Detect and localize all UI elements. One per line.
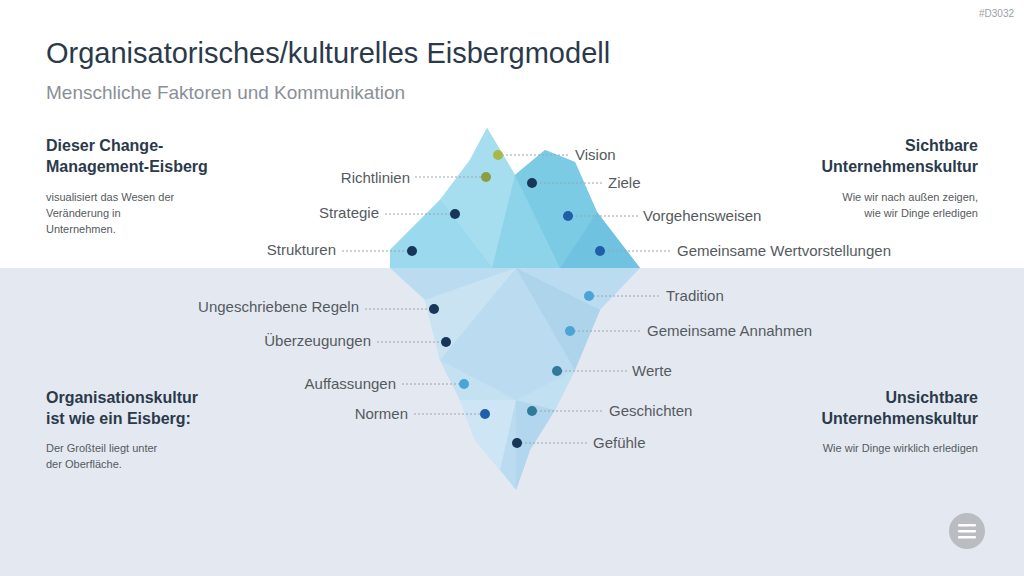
iceberg-label: Vision	[575, 145, 616, 165]
iceberg-label: Normen	[355, 404, 408, 424]
side-heading: Organisationskultur ist wie ein Eisberg:	[46, 387, 221, 429]
iceberg-label: Gefühle	[593, 433, 646, 453]
iceberg-label: Auffassungen	[305, 374, 396, 394]
side-note: Der Großteil liegt unter der Oberfläche.	[46, 440, 176, 472]
menu-button	[949, 513, 985, 549]
iceberg-label: Richtlinien	[341, 168, 410, 188]
page-title: Organisatorisches/kulturelles Eisbergmod…	[46, 36, 610, 70]
side-heading: Dieser Change- Management-Eisberg	[46, 135, 226, 177]
iceberg-label: Überzeugungen	[264, 331, 371, 351]
side-note: Wie wir nach außen zeigen, wie wir Dinge…	[828, 189, 978, 221]
side-note: visualisiert das Wesen der Veränderung i…	[46, 189, 178, 237]
iceberg-label: Werte	[632, 361, 672, 381]
side-heading: Unsichtbare Unternehmenskultur	[788, 387, 978, 429]
iceberg-below	[390, 268, 640, 490]
iceberg-label: Geschichten	[609, 401, 692, 421]
side-heading: Sichtbare Unternehmenskultur	[788, 135, 978, 177]
marker-dots	[407, 150, 605, 448]
water-area	[0, 268, 1024, 576]
side-note: Wie wir Dinge wirklich erledigen	[768, 440, 978, 456]
iceberg-label: Gemeinsame Annahmen	[647, 321, 812, 341]
leader-lines	[342, 155, 672, 443]
iceberg-above	[390, 128, 640, 268]
iceberg-label: Vorgehensweisen	[643, 206, 761, 226]
iceberg-label: Ziele	[608, 173, 641, 193]
iceberg-label: Ungeschriebene Regeln	[198, 297, 359, 317]
iceberg-label: Tradition	[666, 286, 724, 306]
iceberg-label: Strukturen	[267, 240, 336, 260]
subtitle: Menschliche Faktoren und Kommunikation	[46, 81, 405, 105]
iceberg-label: Strategie	[319, 203, 379, 223]
iceberg-label: Gemeinsame Wertvorstellungen	[677, 241, 891, 261]
watermark: #D3032	[979, 8, 1014, 20]
